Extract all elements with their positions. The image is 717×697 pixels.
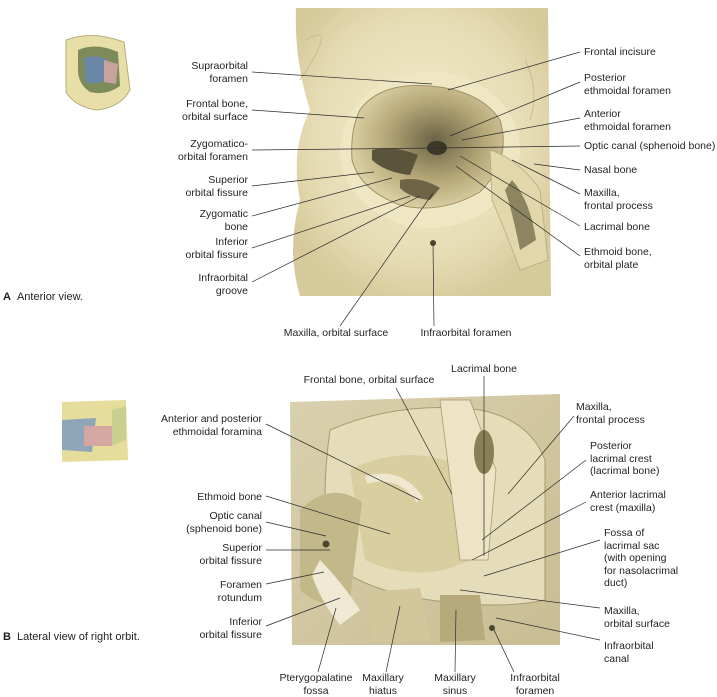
label-ethmoid-bone-orbital-plate: Ethmoid bone,orbital plate xyxy=(584,246,652,271)
panel-b-orbit xyxy=(290,394,560,645)
label-optic-canal-a: Optic canal (sphenoid bone) xyxy=(584,140,716,152)
label-maxilla-frontal-process-a: Maxilla,frontal process xyxy=(584,187,653,212)
panel-b-thumbnail xyxy=(62,400,128,462)
label-optic-canal-b: Optic canal(sphenoid bone) xyxy=(186,510,262,535)
panel-b-letter: B xyxy=(3,631,11,643)
label-frontal-incisure: Frontal incisure xyxy=(584,46,656,58)
panel-a-skull xyxy=(283,5,551,298)
panel-a-letter: A xyxy=(3,291,11,303)
label-maxilla-orbital-surface-b: Maxilla,orbital surface xyxy=(604,605,670,630)
label-maxilla-frontal-process-b: Maxilla,frontal process xyxy=(576,401,645,426)
label-infraorbital-foramen-a: Infraorbital foramen xyxy=(420,327,512,339)
panel-b-caption: B Lateral view of right orbit. xyxy=(3,631,140,644)
label-maxilla-orbital-surface-a: Maxilla, orbital surface xyxy=(283,327,389,339)
label-lacrimal-bone-a: Lacrimal bone xyxy=(584,221,650,233)
panel-a-leader-lines xyxy=(251,51,581,327)
label-frontal-bone-orbital-surface-b: Frontal bone, orbital surface xyxy=(303,374,435,386)
panel-b-leader-lines xyxy=(265,376,601,673)
label-nasal-bone: Nasal bone xyxy=(584,164,638,176)
panel-a-thumbnail xyxy=(65,35,131,111)
label-zygomatico-orbital-foramen: Zygomatico-orbital foramen xyxy=(177,138,248,163)
label-lacrimal-bone-b: Lacrimal bone xyxy=(451,363,517,375)
label-frontal-bone-orbital-surface: Frontal bone,orbital surface xyxy=(182,98,248,123)
label-ethmoid-bone: Ethmoid bone xyxy=(197,491,262,503)
panel-b-caption-text: Lateral view of right orbit. xyxy=(16,631,140,643)
panel-a-caption-text: Anterior view. xyxy=(16,291,83,303)
panel-a-caption: A Anterior view. xyxy=(3,291,83,304)
